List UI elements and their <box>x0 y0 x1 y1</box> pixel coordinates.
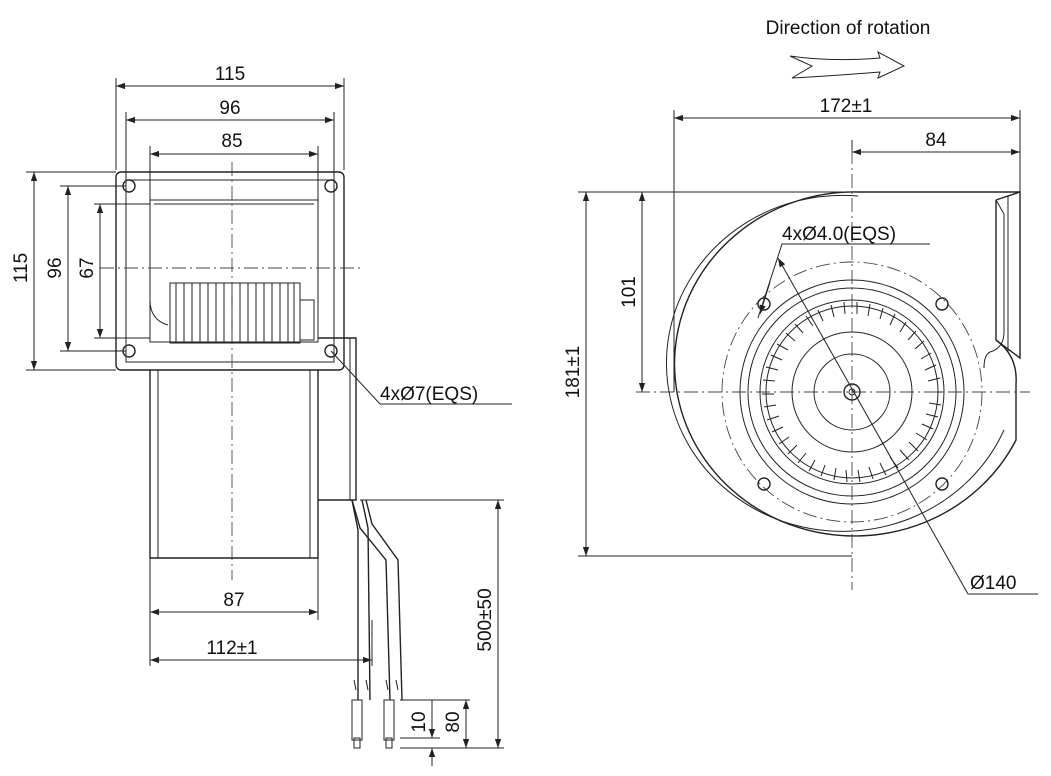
side-hole-callout: 4xØ7(EQS) <box>380 384 478 405</box>
side-view: 115 96 85 115 96 67 4xØ7(EQS) 87 112±1 5… <box>11 64 512 766</box>
dim-inlet-height: 67 <box>77 257 98 278</box>
scroll-housing <box>673 191 1020 537</box>
dim-outlet-offset: 84 <box>925 130 947 151</box>
dim-flange-width: 115 <box>215 64 245 85</box>
dim-inlet-width: 85 <box>221 131 242 152</box>
front-hole-callout: 4xØ4.0(EQS) <box>782 224 896 245</box>
dim-strip-length: 10 <box>409 711 430 732</box>
diameter-callout: Ø140 <box>970 573 1016 594</box>
front-view: Direction of rotation <box>563 18 1038 595</box>
dim-cable-length: 500±50 <box>475 588 496 651</box>
dim-housing-width: 172±1 <box>820 96 873 117</box>
rotation-arrow-icon <box>789 50 906 79</box>
dim-flange-height: 115 <box>11 253 32 283</box>
rotation-label: Direction of rotation <box>766 18 931 39</box>
dim-housing-height: 181±1 <box>563 346 584 399</box>
impeller-blades <box>762 301 942 483</box>
lead-wires <box>351 499 403 749</box>
motor-fins <box>169 282 315 344</box>
flange-hole-icon <box>122 179 338 358</box>
dim-axis-height: 101 <box>619 276 640 308</box>
dim-housing-depth: 87 <box>223 590 244 611</box>
dim-overall-depth: 112±1 <box>206 638 257 659</box>
dim-hole-spacing-width: 96 <box>219 98 240 119</box>
dim-hole-spacing-height: 96 <box>45 257 66 278</box>
dim-lead-length: 80 <box>443 711 464 732</box>
mounting-flange <box>115 171 345 371</box>
